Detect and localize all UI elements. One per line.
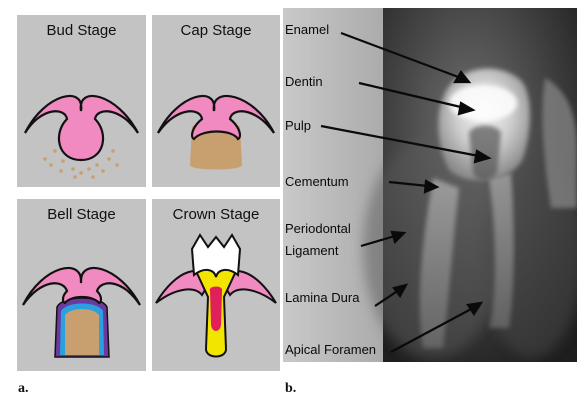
label-apical-foramen: Apical Foramen (285, 342, 376, 357)
bell-stage-panel: Bell Stage (17, 199, 146, 371)
xray-panel: Enamel Dentin Pulp Cementum Periodontal … (283, 8, 577, 362)
crown-stage-panel: Crown Stage (152, 199, 280, 371)
panel-b-label: b. (285, 381, 296, 397)
label-pulp: Pulp (285, 118, 311, 133)
cap-epithelium (158, 96, 274, 139)
label-periodontal-ligament: Periodontal Ligament (285, 218, 365, 262)
bell-stage-drawing (17, 199, 146, 371)
bud-stage-drawing (17, 15, 146, 187)
label-cementum: Cementum (285, 174, 349, 189)
bud-stage-panel: Bud Stage (17, 15, 146, 187)
cap-stage-drawing (152, 15, 280, 187)
bud-epithelium (25, 96, 138, 160)
crown-pulp (210, 287, 222, 332)
crown-enamel (192, 235, 240, 277)
label-lamina-dura: Lamina Dura (285, 290, 359, 305)
panel-a-label: a. (18, 381, 29, 397)
label-dentin: Dentin (285, 74, 323, 89)
cap-stage-panel: Cap Stage (152, 15, 280, 187)
bell-dental-papilla (65, 309, 99, 355)
crown-stage-drawing (152, 199, 280, 371)
label-enamel: Enamel (285, 22, 329, 37)
